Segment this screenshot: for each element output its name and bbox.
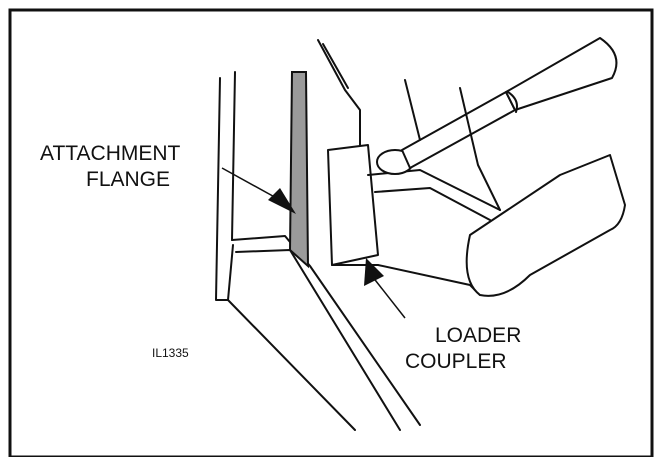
callout-attachment-flange-line1: ATTACHMENT	[40, 142, 181, 165]
flange-arrowhead	[268, 188, 296, 214]
coupler-arm	[465, 154, 626, 297]
coupler-block	[327, 144, 379, 266]
coupler-guide	[317, 39, 361, 151]
attachment-ledge	[231, 235, 421, 426]
cylinder-ring	[507, 91, 518, 113]
flange-leader-line	[221, 167, 281, 201]
background-line-2	[459, 87, 501, 211]
attachment-frame-inner	[231, 71, 236, 241]
callout-loader-coupler-line1: LOADER	[435, 324, 521, 347]
figure-id: IL1335	[152, 346, 189, 360]
coupler-guide-inner	[322, 43, 349, 89]
figure-border	[8, 8, 654, 457]
attachment-ledge-base	[227, 244, 234, 301]
coupler-body-top	[367, 169, 501, 211]
coupler-arrowhead	[364, 258, 384, 286]
attachment-lower-edge	[227, 299, 356, 431]
hydraulic-cylinder	[401, 91, 516, 169]
coupler-body-bottom	[331, 264, 481, 296]
coupler-leader-line	[371, 275, 406, 319]
hydraulic-cylinder-cap	[505, 37, 618, 111]
callout-loader-coupler-line2: COUPLER	[405, 350, 507, 373]
callout-attachment-flange-line2: FLANGE	[86, 168, 170, 191]
coupler-body-mid	[374, 187, 491, 221]
attachment-frame-left	[215, 77, 229, 301]
background-line-1	[404, 79, 421, 141]
attachment-flange	[288, 71, 310, 269]
mechanical-drawing	[215, 37, 626, 431]
